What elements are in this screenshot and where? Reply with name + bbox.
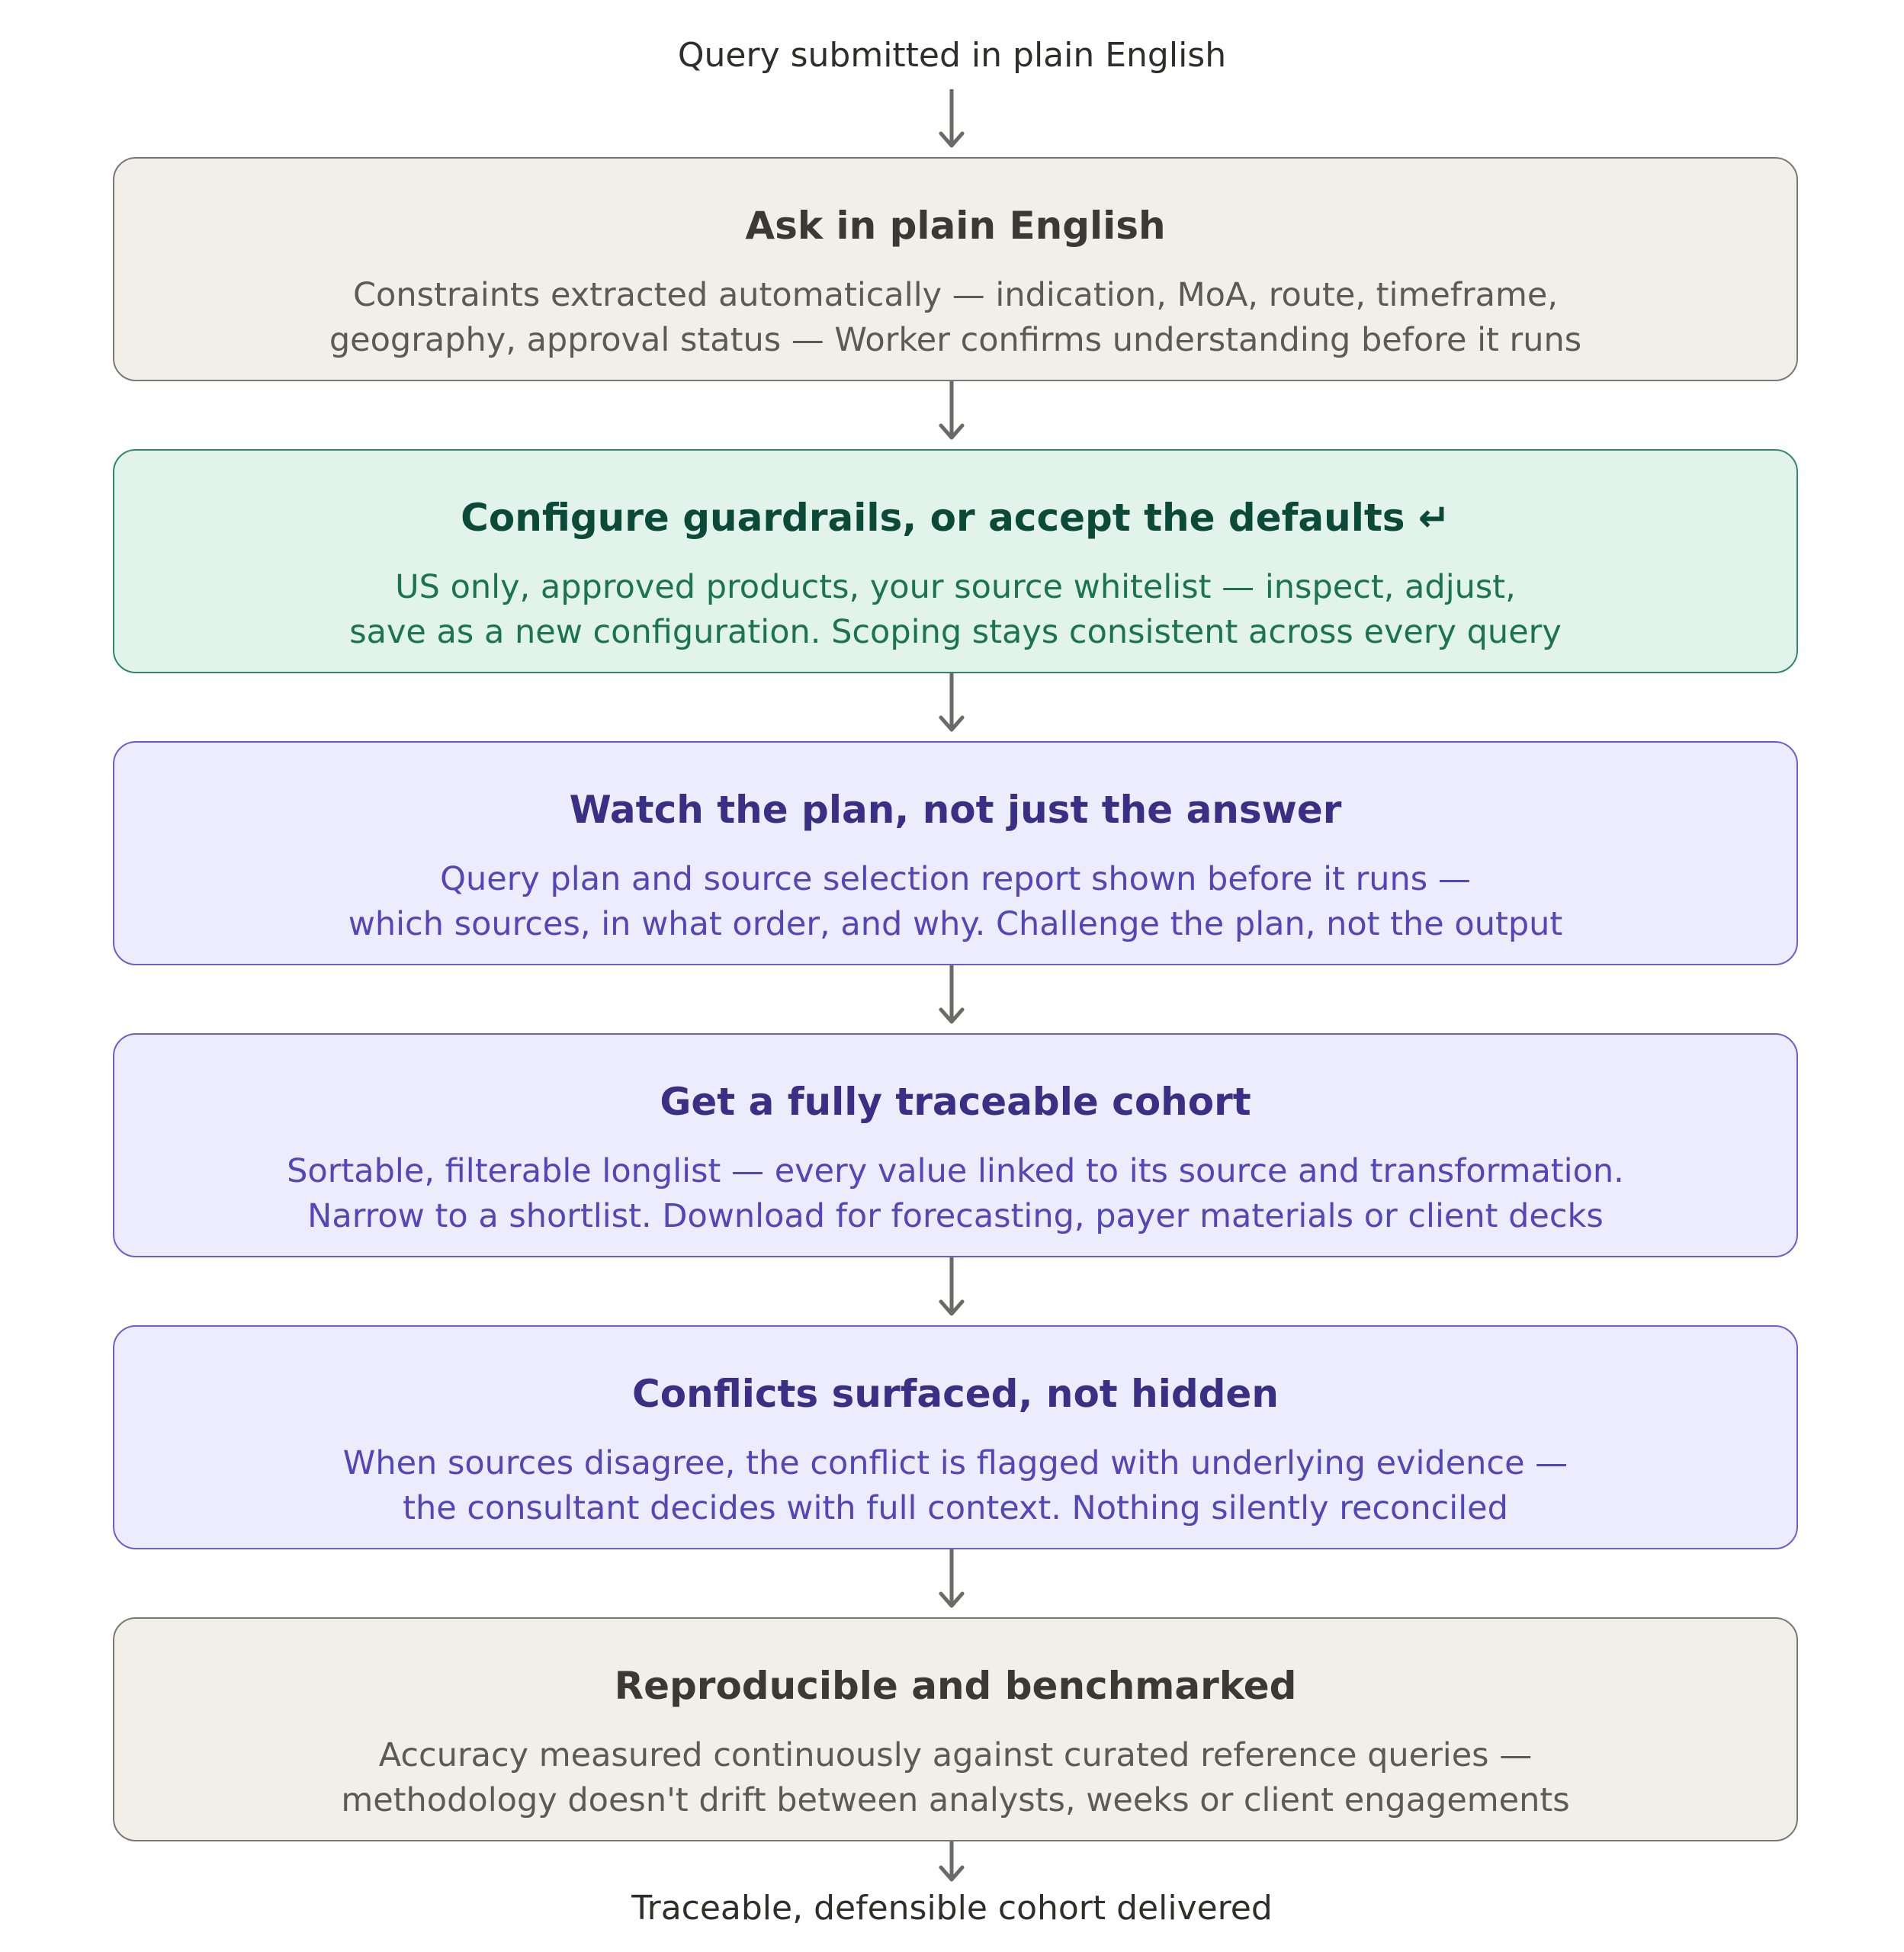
arrow-down-icon (939, 1257, 965, 1316)
step-title: Configure guardrails, or accept the defa… (461, 496, 1450, 540)
step-description-line: Accuracy measured continuously against c… (378, 1736, 1533, 1774)
step-title: Ask in plain English (745, 204, 1166, 248)
step-description-line: When sources disagree, the conflict is f… (342, 1444, 1568, 1482)
arrow-down-icon (939, 965, 965, 1024)
step-description-line: which sources, in what order, and why. C… (348, 905, 1563, 943)
step-description: Accuracy measured continuously against c… (114, 1733, 1796, 1823)
step-description-line: US only, approved products, your source … (395, 568, 1516, 606)
start-label: Query submitted in plain English (677, 36, 1227, 75)
step-title: Watch the plan, not just the answer (569, 788, 1342, 832)
step-description-line: Constraints extracted automatically — in… (352, 276, 1559, 314)
step-configure-guardrails: Configure guardrails, or accept the defa… (113, 449, 1798, 673)
arrow-down-icon (939, 1549, 965, 1608)
arrow-down-icon (939, 673, 965, 732)
step-description-line: geography, approval status — Worker conf… (329, 321, 1582, 359)
step-title: Conflicts surfaced, not hidden (632, 1372, 1279, 1416)
step-description: Query plan and source selection report s… (114, 857, 1796, 947)
step-watch-plan: Watch the plan, not just the answer Quer… (113, 741, 1798, 965)
step-ask: Ask in plain English Constraints extract… (113, 157, 1798, 381)
arrow-down-icon (939, 89, 965, 148)
step-description-line: methodology doesn't drift between analys… (341, 1781, 1570, 1819)
step-description: Constraints extracted automatically — in… (114, 273, 1796, 363)
step-title: Get a fully traceable cohort (660, 1080, 1251, 1124)
step-description-line: the consultant decides with full context… (403, 1489, 1508, 1527)
step-description-line: Narrow to a shortlist. Download for fore… (307, 1197, 1604, 1235)
end-label: Traceable, defensible cohort delivered (631, 1889, 1273, 1928)
step-description-line: save as a new configuration. Scoping sta… (349, 613, 1562, 651)
step-description: When sources disagree, the conflict is f… (114, 1441, 1796, 1531)
step-traceable-cohort: Get a fully traceable cohort Sortable, f… (113, 1033, 1798, 1257)
step-title: Reproducible and benchmarked (614, 1664, 1297, 1708)
arrow-down-icon (939, 1841, 965, 1882)
step-reproducible-benchmarked: Reproducible and benchmarked Accuracy me… (113, 1617, 1798, 1841)
step-description: Sortable, filterable longlist — every va… (114, 1149, 1796, 1239)
step-description-line: Query plan and source selection report s… (440, 860, 1471, 898)
arrow-down-icon (939, 381, 965, 440)
step-conflicts-surfaced: Conflicts surfaced, not hidden When sour… (113, 1325, 1798, 1549)
step-description-line: Sortable, filterable longlist — every va… (287, 1152, 1624, 1190)
step-description: US only, approved products, your source … (114, 565, 1796, 655)
